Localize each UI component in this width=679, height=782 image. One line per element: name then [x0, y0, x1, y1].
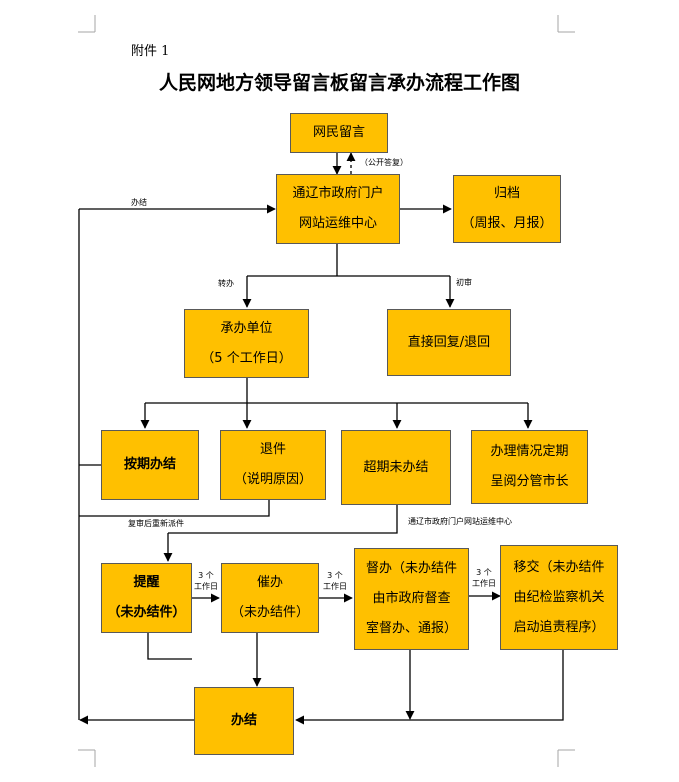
node-return: 退件 （说明原因）: [220, 430, 326, 500]
node-text: 催办: [256, 575, 283, 590]
node-text: （未办结件）: [107, 605, 186, 620]
label-text: 工作日: [472, 579, 496, 588]
label-text: 3 个: [327, 571, 343, 580]
node-text: 办理情况定期: [490, 444, 569, 459]
node-urge: 催办 （未办结件）: [221, 563, 319, 633]
node-netizen-message: 网民留言: [290, 113, 388, 153]
node-direct-reply: 直接回复/退回: [387, 309, 511, 376]
node-text: 办结: [230, 713, 257, 728]
label-first-review: 初审: [456, 278, 472, 287]
node-text: 网民留言: [312, 125, 365, 140]
node-text: 直接回复/退回: [407, 334, 491, 350]
edge-return-reassign: [79, 500, 270, 517]
edge-remind-to-done: [147, 633, 192, 660]
label-text: 工作日: [323, 582, 347, 591]
label-three-days-3: 3 个 工作日: [469, 567, 499, 589]
node-text: 呈阅分管市长: [490, 474, 569, 489]
node-text: 按期办结: [123, 457, 176, 472]
node-remind: 提醒 （未办结件）: [101, 563, 192, 633]
node-text: 移交（未办结件: [513, 559, 605, 575]
node-text: 室督办、通报）: [365, 621, 457, 636]
node-text: 由市政府督查: [372, 591, 451, 606]
page-title: 人民网地方领导留言板留言承办流程工作图: [158, 72, 520, 94]
node-text: 承办单位: [220, 320, 273, 336]
edge-transfer-to-done: [295, 650, 564, 725]
node-archive: 归档 （周报、月报）: [453, 175, 561, 243]
label-three-days-1: 3 个 工作日: [192, 570, 220, 592]
attachment-label: 附件 1: [131, 44, 170, 59]
node-on-time-completion: 按期办结: [101, 430, 199, 500]
node-text: 启动追责程序）: [513, 619, 605, 635]
label-text: 工作日: [194, 582, 218, 591]
label-text: 3 个: [476, 568, 492, 577]
label-reassign: 复审后重新派件: [128, 519, 184, 528]
node-report-to-mayor: 办理情况定期 呈阅分管市长: [471, 430, 588, 504]
node-text: （5 个工作日）: [201, 350, 292, 366]
label-public-reply: （公开答复）: [360, 158, 408, 167]
edge-center-split: [247, 244, 450, 277]
node-text: 督办（未办结件: [365, 561, 457, 576]
node-text: 网站运维中心: [298, 216, 377, 231]
node-handling-unit: 承办单位 （5 个工作日）: [184, 309, 309, 378]
edge-overdue-down: [168, 505, 398, 534]
node-text: 通辽市政府门户: [292, 186, 384, 201]
node-portal-ops-center: 通辽市政府门户 网站运维中心: [276, 174, 400, 244]
label-transfer-handle: 转办: [218, 279, 234, 288]
node-text: 退件: [259, 442, 286, 457]
node-supervise: 督办（未办结件 由市政府督查 室督办、通报）: [354, 548, 469, 650]
node-text: 提醒: [133, 575, 160, 590]
label-ops-center-note: 通辽市政府门户网站运维中心: [408, 517, 512, 526]
edge-handling-split: [145, 378, 528, 404]
node-text: （周报、月报）: [461, 216, 553, 231]
node-text: 归档: [493, 186, 520, 201]
node-transfer: 移交（未办结件 由纪检监察机关 启动追责程序）: [500, 545, 618, 650]
node-text: 超期未办结: [363, 459, 429, 475]
node-text: （说明原因）: [233, 472, 312, 487]
node-overdue: 超期未办结: [341, 430, 451, 505]
label-completed: 办结: [131, 198, 147, 207]
label-text: 3 个: [198, 571, 214, 580]
node-text: （未办结件）: [230, 605, 309, 620]
label-three-days-2: 3 个 工作日: [320, 570, 350, 592]
node-done: 办结: [194, 687, 294, 755]
node-text: 由纪检监察机关: [513, 589, 605, 605]
